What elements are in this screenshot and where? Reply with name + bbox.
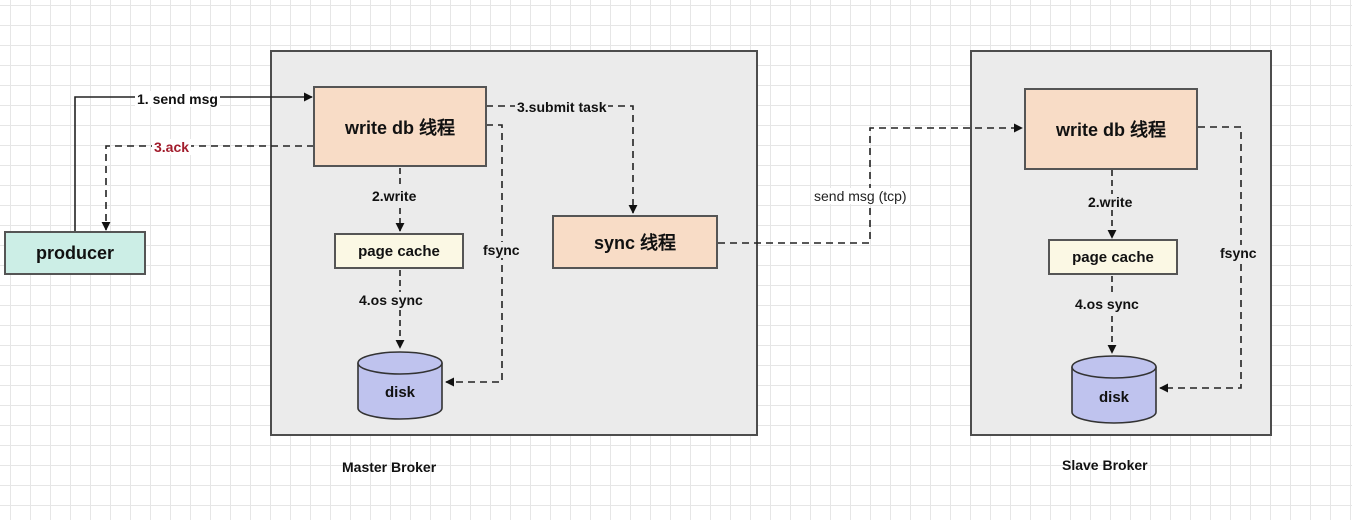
master-page-cache[interactable]: page cache [334,233,464,269]
master-write-label: 2.write [370,188,419,204]
slave-write-db-thread[interactable]: write db 线程 [1024,88,1198,170]
ack-label: 3.ack [152,139,192,155]
slave-page-cache[interactable]: page cache [1048,239,1178,275]
submit-task-label: 3.submit task [515,99,609,115]
slave-disk-label: disk [1098,389,1129,406]
send-msg-label: 1. send msg [135,91,220,107]
master-broker-caption: Master Broker [342,459,437,475]
submit-task-edge [486,105,638,214]
replication-edge [718,123,1023,244]
master-os-sync-label: 4.os sync [357,292,425,308]
slave-os-sync-label: 4.os sync [1073,296,1141,312]
send-msg-edge [74,92,313,232]
slave-disk-icon [1071,355,1157,424]
slave-write-label: 2.write [1086,194,1135,210]
slave-broker-caption: Slave Broker [1062,457,1148,473]
slave-fsync-label: fsync [1218,245,1259,261]
master-disk-label: disk [384,384,415,401]
master-fsync-label: fsync [481,242,522,258]
master-disk-icon [357,351,443,420]
producer-node[interactable]: producer [4,231,146,275]
master-sync-thread[interactable]: sync 线程 [552,215,718,269]
master-write-db-thread[interactable]: write db 线程 [313,86,487,167]
replication-label: send msg (tcp) [812,188,909,204]
ack-edge [101,145,314,231]
